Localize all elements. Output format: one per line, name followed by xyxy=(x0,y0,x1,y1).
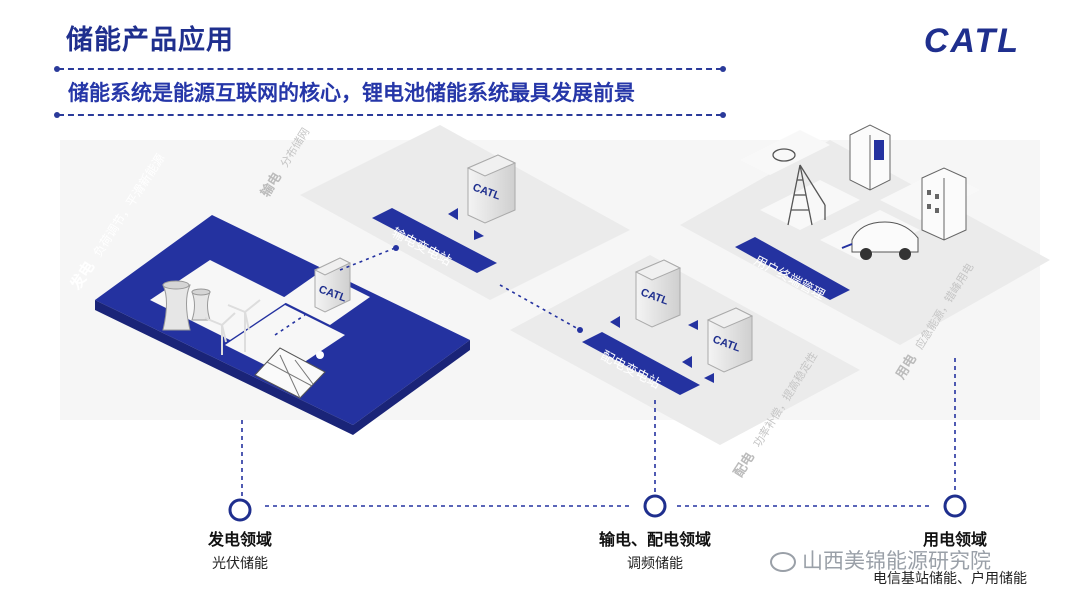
transmission-platform xyxy=(300,125,630,300)
distribution-station-plate xyxy=(582,332,700,395)
solar-grid-line xyxy=(266,361,313,387)
banner-text: 储能系统是能源互联网的核心，锂电池储能系统最具发展前景 xyxy=(68,81,635,105)
apartment-building-icon xyxy=(921,167,967,241)
solar-panel-icon xyxy=(254,347,326,399)
node-dot xyxy=(393,245,399,251)
solar-grid-line xyxy=(279,354,301,399)
banner-dot xyxy=(720,112,726,118)
transmission-station-plate xyxy=(372,208,497,273)
timeline-node-consumption xyxy=(943,494,967,518)
banner-dot xyxy=(54,112,60,118)
generation-platform-side xyxy=(353,340,470,435)
watermark: 山西美锦能源研究院 xyxy=(770,545,991,575)
connection-lines xyxy=(274,247,581,336)
timeline-title: 用电领域 xyxy=(922,530,987,549)
cooling-tower-top xyxy=(191,288,211,296)
watermark-text: 山西美锦能源研究院 xyxy=(802,549,991,573)
timeline-label-transmission: 输电、配电领域 调频储能 xyxy=(575,526,735,573)
headline-banner: 储能系统是能源互联网的核心，锂电池储能系统最具发展前景 xyxy=(54,66,726,118)
user-terminal-plate xyxy=(735,237,850,300)
battery-box-generation xyxy=(313,257,352,313)
tile xyxy=(760,180,860,230)
timeline-title: 发电领域 xyxy=(207,530,272,549)
timeline-label-consumption: 用电领域 xyxy=(895,526,1015,550)
node-dot xyxy=(577,327,583,333)
timeline-node-transmission xyxy=(643,494,667,518)
timeline-desc-consumption: 电信基站储能、户用储能 xyxy=(873,571,1027,587)
timeline-desc: 调频储能 xyxy=(627,556,683,572)
cooling-tower-icon xyxy=(162,284,191,331)
solar-grid-line xyxy=(294,359,314,385)
banner-dot xyxy=(720,66,726,72)
banner-dot xyxy=(54,66,60,72)
node-dot xyxy=(316,351,324,359)
timeline-node-generation xyxy=(228,498,252,522)
cooling-tower-icon xyxy=(191,291,211,321)
distribution-platform xyxy=(510,255,860,445)
wind-turbine-icon xyxy=(204,299,261,355)
timeline-label-generation: 发电领域 光伏储能 xyxy=(190,526,290,573)
battery-box-distribution-1 xyxy=(634,259,682,328)
wechat-icon xyxy=(770,552,796,572)
tile xyxy=(740,130,830,175)
office-building-icon xyxy=(849,124,891,191)
page-title: 储能产品应用 xyxy=(66,25,234,56)
battery-box-transmission xyxy=(466,154,517,224)
catl-logo: CATL xyxy=(923,22,1020,60)
flow-arrows xyxy=(448,208,714,383)
tile xyxy=(150,260,290,340)
timeline-title: 输电、配电领域 xyxy=(598,530,711,549)
timeline-connectors xyxy=(241,358,956,507)
cooling-tower-top xyxy=(162,280,190,290)
tile xyxy=(225,305,345,375)
electric-car-icon xyxy=(841,221,919,260)
battery-box-distribution-2 xyxy=(706,307,754,373)
oil-derrick-icon xyxy=(772,148,826,226)
timeline-desc: 光伏储能 xyxy=(212,556,268,572)
generation-platform-side xyxy=(95,300,353,435)
